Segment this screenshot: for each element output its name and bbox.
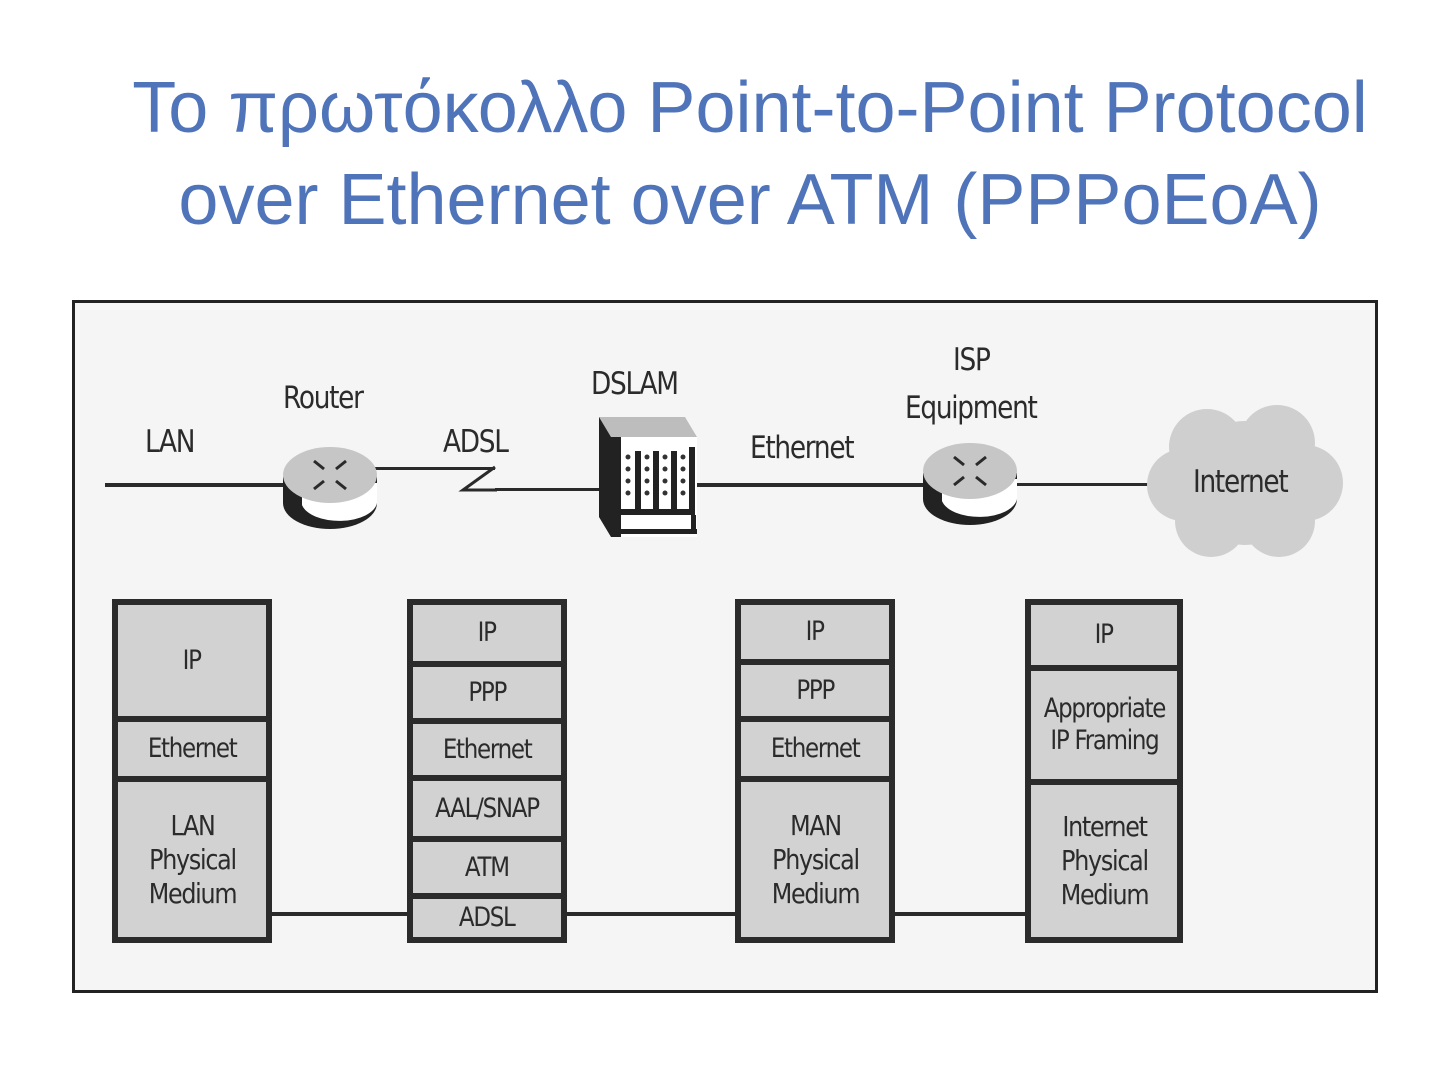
stack-layer: ADSL [459, 902, 516, 933]
internet-label: Internet [1193, 464, 1289, 500]
protocol-stack-lan: IP Ethernet LAN Physical Medium [112, 599, 272, 943]
stack-layer: PPP [413, 667, 561, 724]
dslam-icon [599, 417, 697, 537]
router-icon [283, 447, 377, 529]
isp-label-line-2: Equipment [905, 390, 1038, 426]
stack-layer: IP [413, 605, 561, 667]
isp-internet-line [1015, 483, 1150, 486]
stack-link-3 [892, 912, 1028, 916]
lan-line [105, 483, 295, 487]
router-adsl-line [375, 467, 495, 470]
pppoeoa-diagram: LAN Router ADSL DSLAM Ethernet ISP Equip… [72, 300, 1378, 993]
stack-layer: MAN Physical Medium [771, 808, 860, 910]
stack-layer: AAL/SNAP [413, 781, 561, 842]
protocol-stack-router: IP PPP Ethernet AAL/SNAP ATM ADSL [407, 599, 567, 943]
stack-link-1 [270, 912, 410, 916]
stack-layer: IP [118, 605, 266, 722]
router-label: Router [283, 380, 364, 416]
protocol-stack-dslam: IP PPP Ethernet MAN Physical Medium [735, 599, 895, 943]
stack-layer: IP [741, 605, 889, 665]
stack-layer: Ethernet [118, 722, 266, 782]
isp-label-line-1: ISP [953, 342, 991, 378]
stack-layer: Internet Physical Medium [1060, 810, 1149, 911]
lan-link-label: LAN [145, 424, 195, 460]
title-line-1: Το πρωτόκολλο Point-to-Point Protocol [132, 68, 1368, 148]
slide-title: Το πρωτόκολλο Point-to-Point Protocol ov… [0, 62, 1440, 246]
internet-cloud-icon [1147, 405, 1343, 557]
stack-layer: LAN Physical Medium [148, 808, 237, 910]
stack-layer: Appropriate IP Framing [1031, 671, 1177, 785]
adsl-link-icon [458, 465, 497, 492]
dslam-label: DSLAM [591, 366, 679, 402]
adsl-dslam-line [495, 488, 605, 491]
ethernet-link-label: Ethernet [750, 430, 855, 466]
stack-layer: PPP [741, 665, 889, 722]
adsl-link-label: ADSL [443, 424, 509, 460]
isp-equipment-icon [923, 443, 1017, 525]
stack-layer: ATM [413, 842, 561, 899]
protocol-stack-isp: IP Appropriate IP Framing Internet Physi… [1025, 599, 1183, 943]
stack-layer: Ethernet [741, 722, 889, 782]
dslam-isp-line [695, 483, 935, 487]
stack-layer: Ethernet [413, 724, 561, 781]
stack-layer: IP [1031, 605, 1177, 671]
title-line-2: over Ethernet over ATM (PPPoEoA) [178, 160, 1322, 240]
stack-link-2 [565, 912, 737, 916]
